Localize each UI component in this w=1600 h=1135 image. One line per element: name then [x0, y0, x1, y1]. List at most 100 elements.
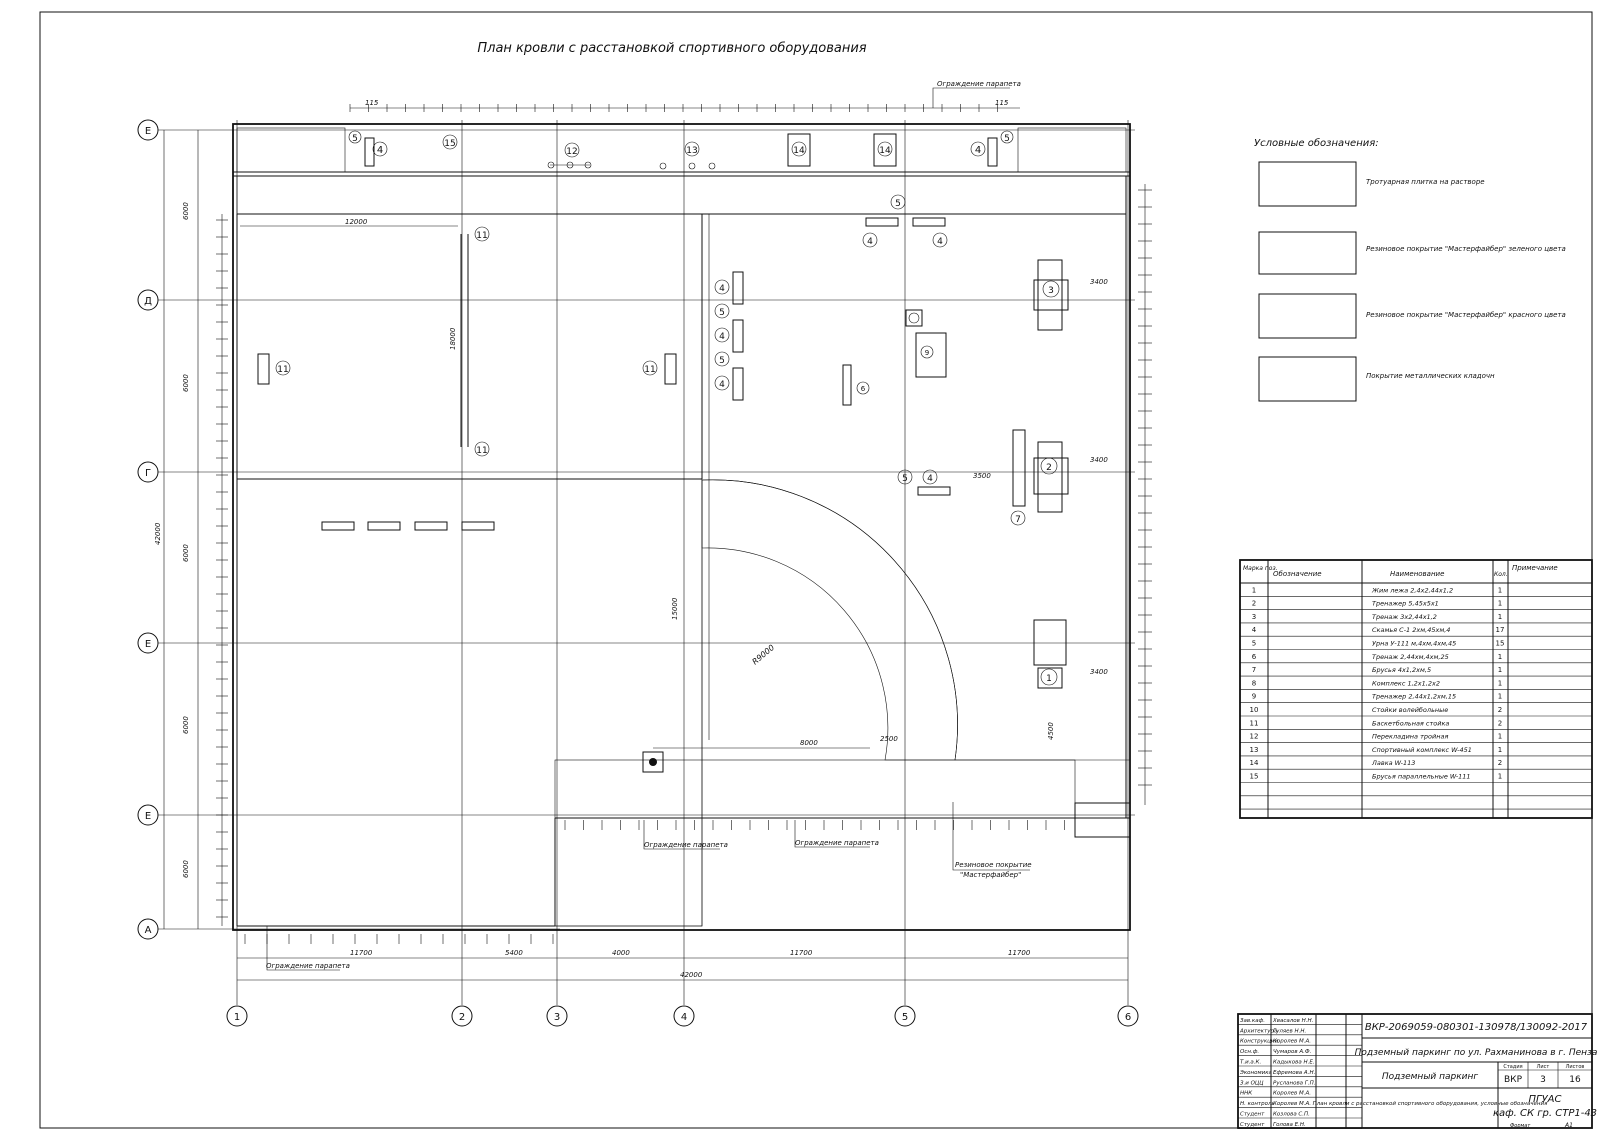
- spec-row-name: Стойки волейбольные: [1372, 706, 1448, 714]
- axis-row-2: Д: [144, 296, 152, 307]
- stamp-name: Королев М.А.: [1273, 1101, 1311, 1107]
- spec-row-name: Тренажер 2,44х1,2хм,15: [1372, 693, 1456, 701]
- marker-4-b: 4: [975, 145, 981, 156]
- note-masterfiber-line1: Резиновое покрытие: [955, 861, 1032, 869]
- dim-v-6000-b: 6000: [182, 374, 190, 392]
- marker-15: 15: [444, 139, 455, 149]
- dim-b-11700-a: 11700: [350, 949, 373, 957]
- spec-h-mark: Марка поз.: [1243, 565, 1278, 572]
- marker-11-a: 11: [277, 365, 288, 375]
- spec-row-name: Баскетбольная стойка: [1372, 719, 1449, 727]
- axis-col-3: 3: [554, 1012, 560, 1023]
- axis-row-6: А: [145, 925, 152, 936]
- marker-9: 9: [925, 349, 929, 357]
- dim-2500: 2500: [880, 735, 898, 743]
- dim-top-115-left: 115: [365, 99, 379, 107]
- axis-col-1: 1: [234, 1012, 240, 1023]
- axis-row-5: Е: [145, 811, 151, 822]
- stamp-format: Формат: [1510, 1123, 1531, 1129]
- marker-5: 5: [352, 134, 358, 144]
- marker-4-h: 4: [927, 474, 933, 484]
- marker-2: 2: [1046, 463, 1052, 473]
- marker-5-d: 5: [719, 356, 725, 366]
- spec-row-name: Перекладина тройная: [1372, 733, 1448, 741]
- dim-v-6000-e: 6000: [182, 860, 190, 878]
- stamp-role: Зав.каф.: [1240, 1018, 1265, 1024]
- spec-row-mark: 2: [1252, 600, 1256, 608]
- spec-row-qty: 17: [1496, 626, 1505, 634]
- legend-item-1: Тротуарная плитка на растворе: [1366, 178, 1485, 186]
- spec-row-qty: 2: [1498, 706, 1502, 714]
- dim-top-115-right: 115: [995, 99, 1009, 107]
- sport-equipment: 4 5 15 12 13 14 14 4 5 11 11 11 11 4 5 4…: [257, 130, 1069, 773]
- dim-b-11700-b: 11700: [790, 949, 813, 957]
- spec-row-name: Урна У-111 м,4хм,4хм,45: [1372, 640, 1456, 648]
- stamp-role: Осн.ф.: [1240, 1049, 1259, 1055]
- marker-4-g: 4: [937, 237, 943, 247]
- stamp-name: Чумаров А.Ф.: [1273, 1049, 1312, 1055]
- note-parapet-bottom-mid: Ограждение парапета: [644, 841, 728, 849]
- marker-4-d: 4: [719, 332, 725, 342]
- stamp-sheet-title: План кровли с расстановкой спортивного о…: [1313, 1101, 1548, 1107]
- spec-row-name: Спортивный комплекс W-451: [1372, 746, 1472, 754]
- spec-row-qty: 1: [1498, 733, 1502, 741]
- marker-4: 4: [377, 145, 383, 156]
- legend-swatch-red: [1258, 293, 1357, 339]
- stamp-org2: каф. СК гр. СТР1-43: [1493, 1108, 1597, 1119]
- stamp-name: Голова Е.Н.: [1273, 1122, 1306, 1128]
- dim-v-6000-d: 6000: [182, 716, 190, 734]
- marker-4-e: 4: [719, 380, 725, 390]
- stamp-role: Т.и.а.К.: [1240, 1060, 1261, 1066]
- spec-row-mark: 10: [1250, 706, 1259, 714]
- spec-row-qty: 1: [1498, 600, 1502, 608]
- marker-4-f: 4: [867, 237, 873, 247]
- spec-row-qty: 1: [1498, 586, 1502, 594]
- stamp-code: ВКР-2069059-080301-130978/130092-2017: [1365, 1022, 1588, 1033]
- dim-radius: R9000: [751, 643, 777, 667]
- spec-row-name: Тренаж 2,44хм,4хм,25: [1372, 653, 1449, 661]
- dim-4500: 4500: [1047, 722, 1055, 740]
- dim-3400-b: 3400: [1090, 456, 1108, 464]
- spec-row-mark: 15: [1250, 773, 1259, 781]
- stamp-name: Гуляев Н.Н.: [1273, 1028, 1307, 1034]
- stamp-role: Конструкции: [1240, 1039, 1278, 1045]
- axis-col-5: 5: [902, 1012, 908, 1023]
- legend: Условные обозначения: Тротуарная плитка …: [1254, 137, 1566, 402]
- spec-row-mark: 9: [1252, 693, 1256, 701]
- spec-row-qty: 1: [1498, 653, 1502, 661]
- spec-row-mark: 14: [1250, 759, 1259, 767]
- dimension-lines: 115 115 6000 6000 6000 6000 6000 42000 1…: [154, 99, 1146, 981]
- spec-row-mark: 1: [1252, 586, 1256, 594]
- marker-11-d: 11: [476, 446, 487, 456]
- marker-14-a: 14: [793, 146, 805, 156]
- spec-row-name: Тренажер 5,45х5х1: [1372, 600, 1439, 608]
- stamp-sheets-h: Листов: [1566, 1064, 1585, 1070]
- stamp-sheets: 16: [1569, 1075, 1581, 1085]
- stamp-name: Королев М.А.: [1273, 1091, 1311, 1097]
- stamp-name: Русланова Г.П.: [1273, 1080, 1316, 1086]
- stamp-name: Кадыкова Н.Е.: [1273, 1060, 1315, 1066]
- stamp-sheet-h: Лист: [1537, 1064, 1550, 1070]
- legend-swatch-tile: [1258, 161, 1357, 207]
- dim-8000: 8000: [800, 739, 818, 747]
- dim-3400-c: 3400: [1090, 668, 1108, 676]
- stamp-org1: ПГУАС: [1528, 1094, 1561, 1105]
- marker-7: 7: [1015, 515, 1021, 525]
- spec-row-mark: 11: [1250, 719, 1259, 727]
- legend-item-3: Резиновое покрытие "Мастерфайбер" красно…: [1366, 311, 1566, 319]
- stamp-role: Студент: [1240, 1122, 1265, 1128]
- spec-table: Марка поз. Обозначение Наименование Кол.…: [1239, 559, 1593, 819]
- dim-v-6000-a: 6000: [182, 202, 190, 220]
- marker-13: 13: [686, 146, 697, 156]
- stamp-sheet: 3: [1540, 1075, 1546, 1085]
- axis-col-6: 6: [1125, 1012, 1131, 1023]
- marker-5-c: 5: [719, 308, 725, 318]
- spec-row-name: Скамья С-1 2хм,45хм,4: [1372, 626, 1450, 634]
- stamp-role: ННК: [1240, 1091, 1253, 1097]
- stamp-project: Подземный паркинг по ул. Рахманинова в г…: [1355, 1048, 1598, 1058]
- stamp-role: З.и ОЦЦ: [1240, 1080, 1264, 1086]
- spec-row-name: Лавка W-113: [1371, 759, 1415, 767]
- legend-swatch-green: [1258, 231, 1357, 275]
